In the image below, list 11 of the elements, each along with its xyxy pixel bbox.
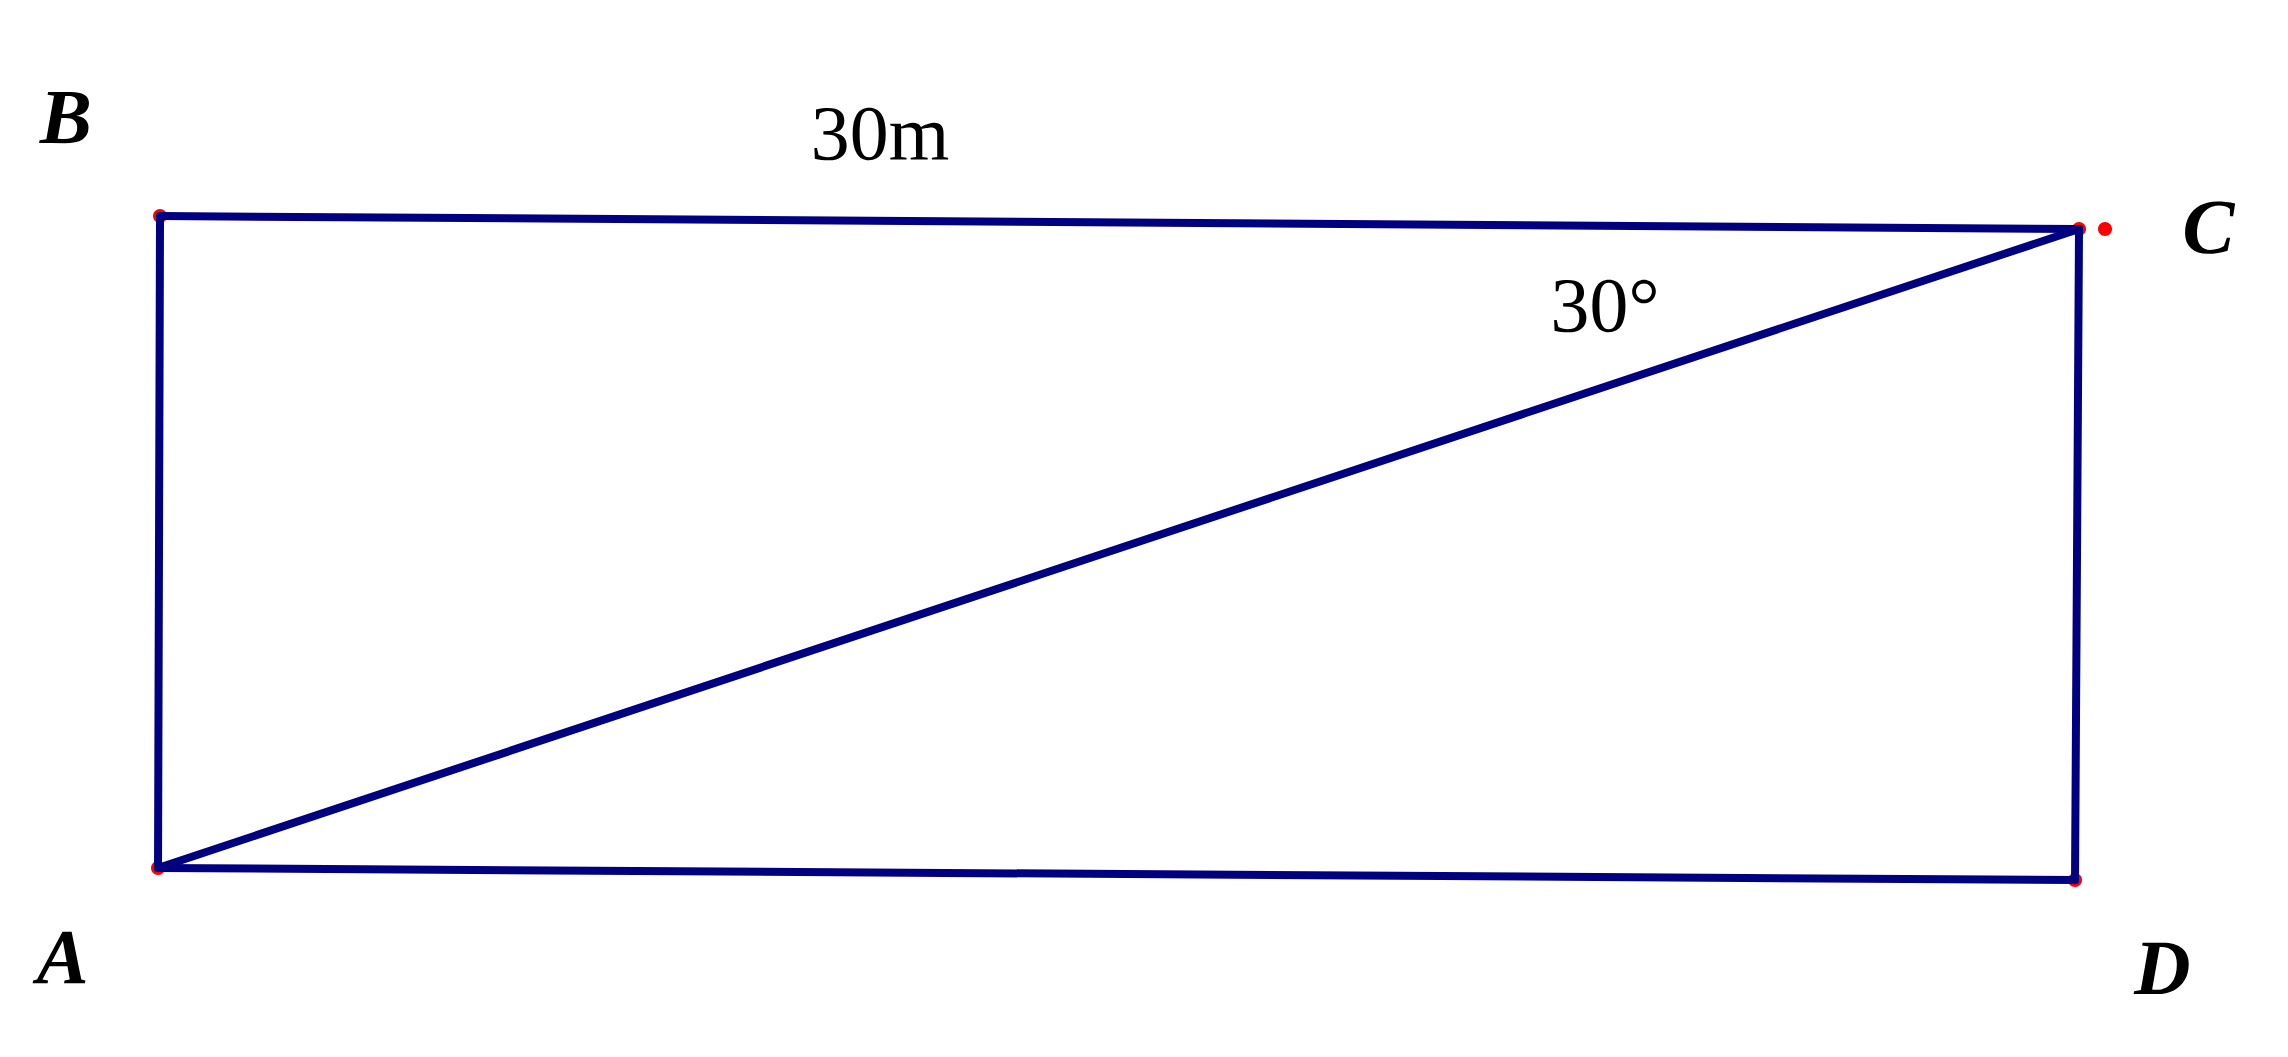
- measure-label: 30m: [814, 107, 949, 161]
- point: D: [2068, 873, 2189, 995]
- point: A: [32, 861, 165, 984]
- point: B: [39, 91, 167, 223]
- node-label: B: [39, 91, 89, 144]
- node-label: A: [32, 931, 86, 984]
- line-segment: [154, 225, 2083, 872]
- measure-label: 30°: [1554, 279, 1656, 333]
- point: C: [2072, 201, 2236, 254]
- node-label: C: [2185, 201, 2236, 254]
- node-label: D: [2133, 942, 2189, 995]
